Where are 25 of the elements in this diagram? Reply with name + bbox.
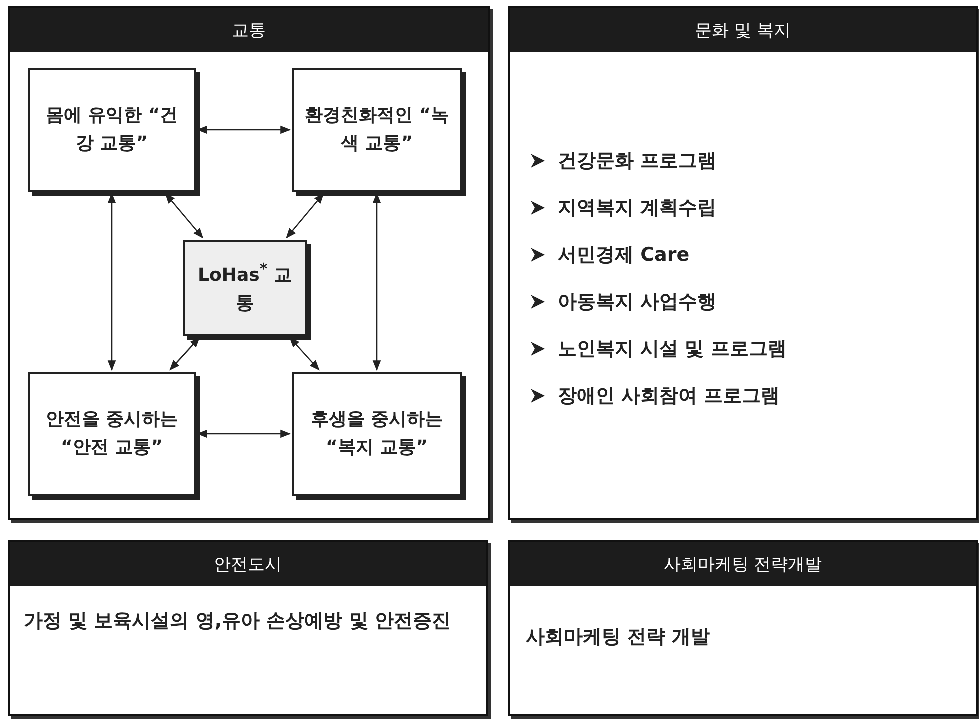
list-item-text: 서민경제 Care [558, 243, 690, 268]
box-label: LoHas$^{*}$ 교통 [197, 259, 293, 316]
double-arrow [290, 337, 320, 371]
box-label: 안전을 중시하는 “안전 교통” [44, 408, 180, 460]
box-label: 후생을 중시하는 “복지 교통” [310, 408, 444, 460]
section-panel [8, 540, 488, 716]
section-header: 문화 및 복지 [510, 8, 976, 52]
list-item-text: 지역복지 계획수립 [558, 196, 717, 221]
box-label: 환경친화적인 “녹색 교통” [304, 104, 450, 156]
double-arrow [170, 337, 200, 371]
section-panel [508, 540, 978, 716]
section-panel [508, 6, 978, 520]
list-item-text: 노인복지 시설 및 프로그램 [558, 337, 787, 362]
list-item-text: 장애인 사회참여 프로그램 [558, 384, 780, 409]
section-panel [8, 6, 490, 520]
body-text: 사회마케팅 전략 개발 [526, 625, 712, 650]
section-header: 교통 [10, 8, 488, 52]
list-item-text: 건강문화 프로그램 [558, 149, 717, 174]
box-label: 몸에 유익한 “건강 교통” [44, 104, 180, 156]
body-text: 가정 및 보육시설의 영,유아 손상예방 및 안전증진 [24, 609, 452, 634]
list-item-text: 아동복지 사업수행 [558, 290, 717, 315]
section-header: 안전도시 [10, 542, 486, 586]
double-arrow [165, 193, 204, 239]
double-arrow [286, 193, 324, 239]
section-header: 사회마케팅 전략개발 [510, 542, 976, 586]
